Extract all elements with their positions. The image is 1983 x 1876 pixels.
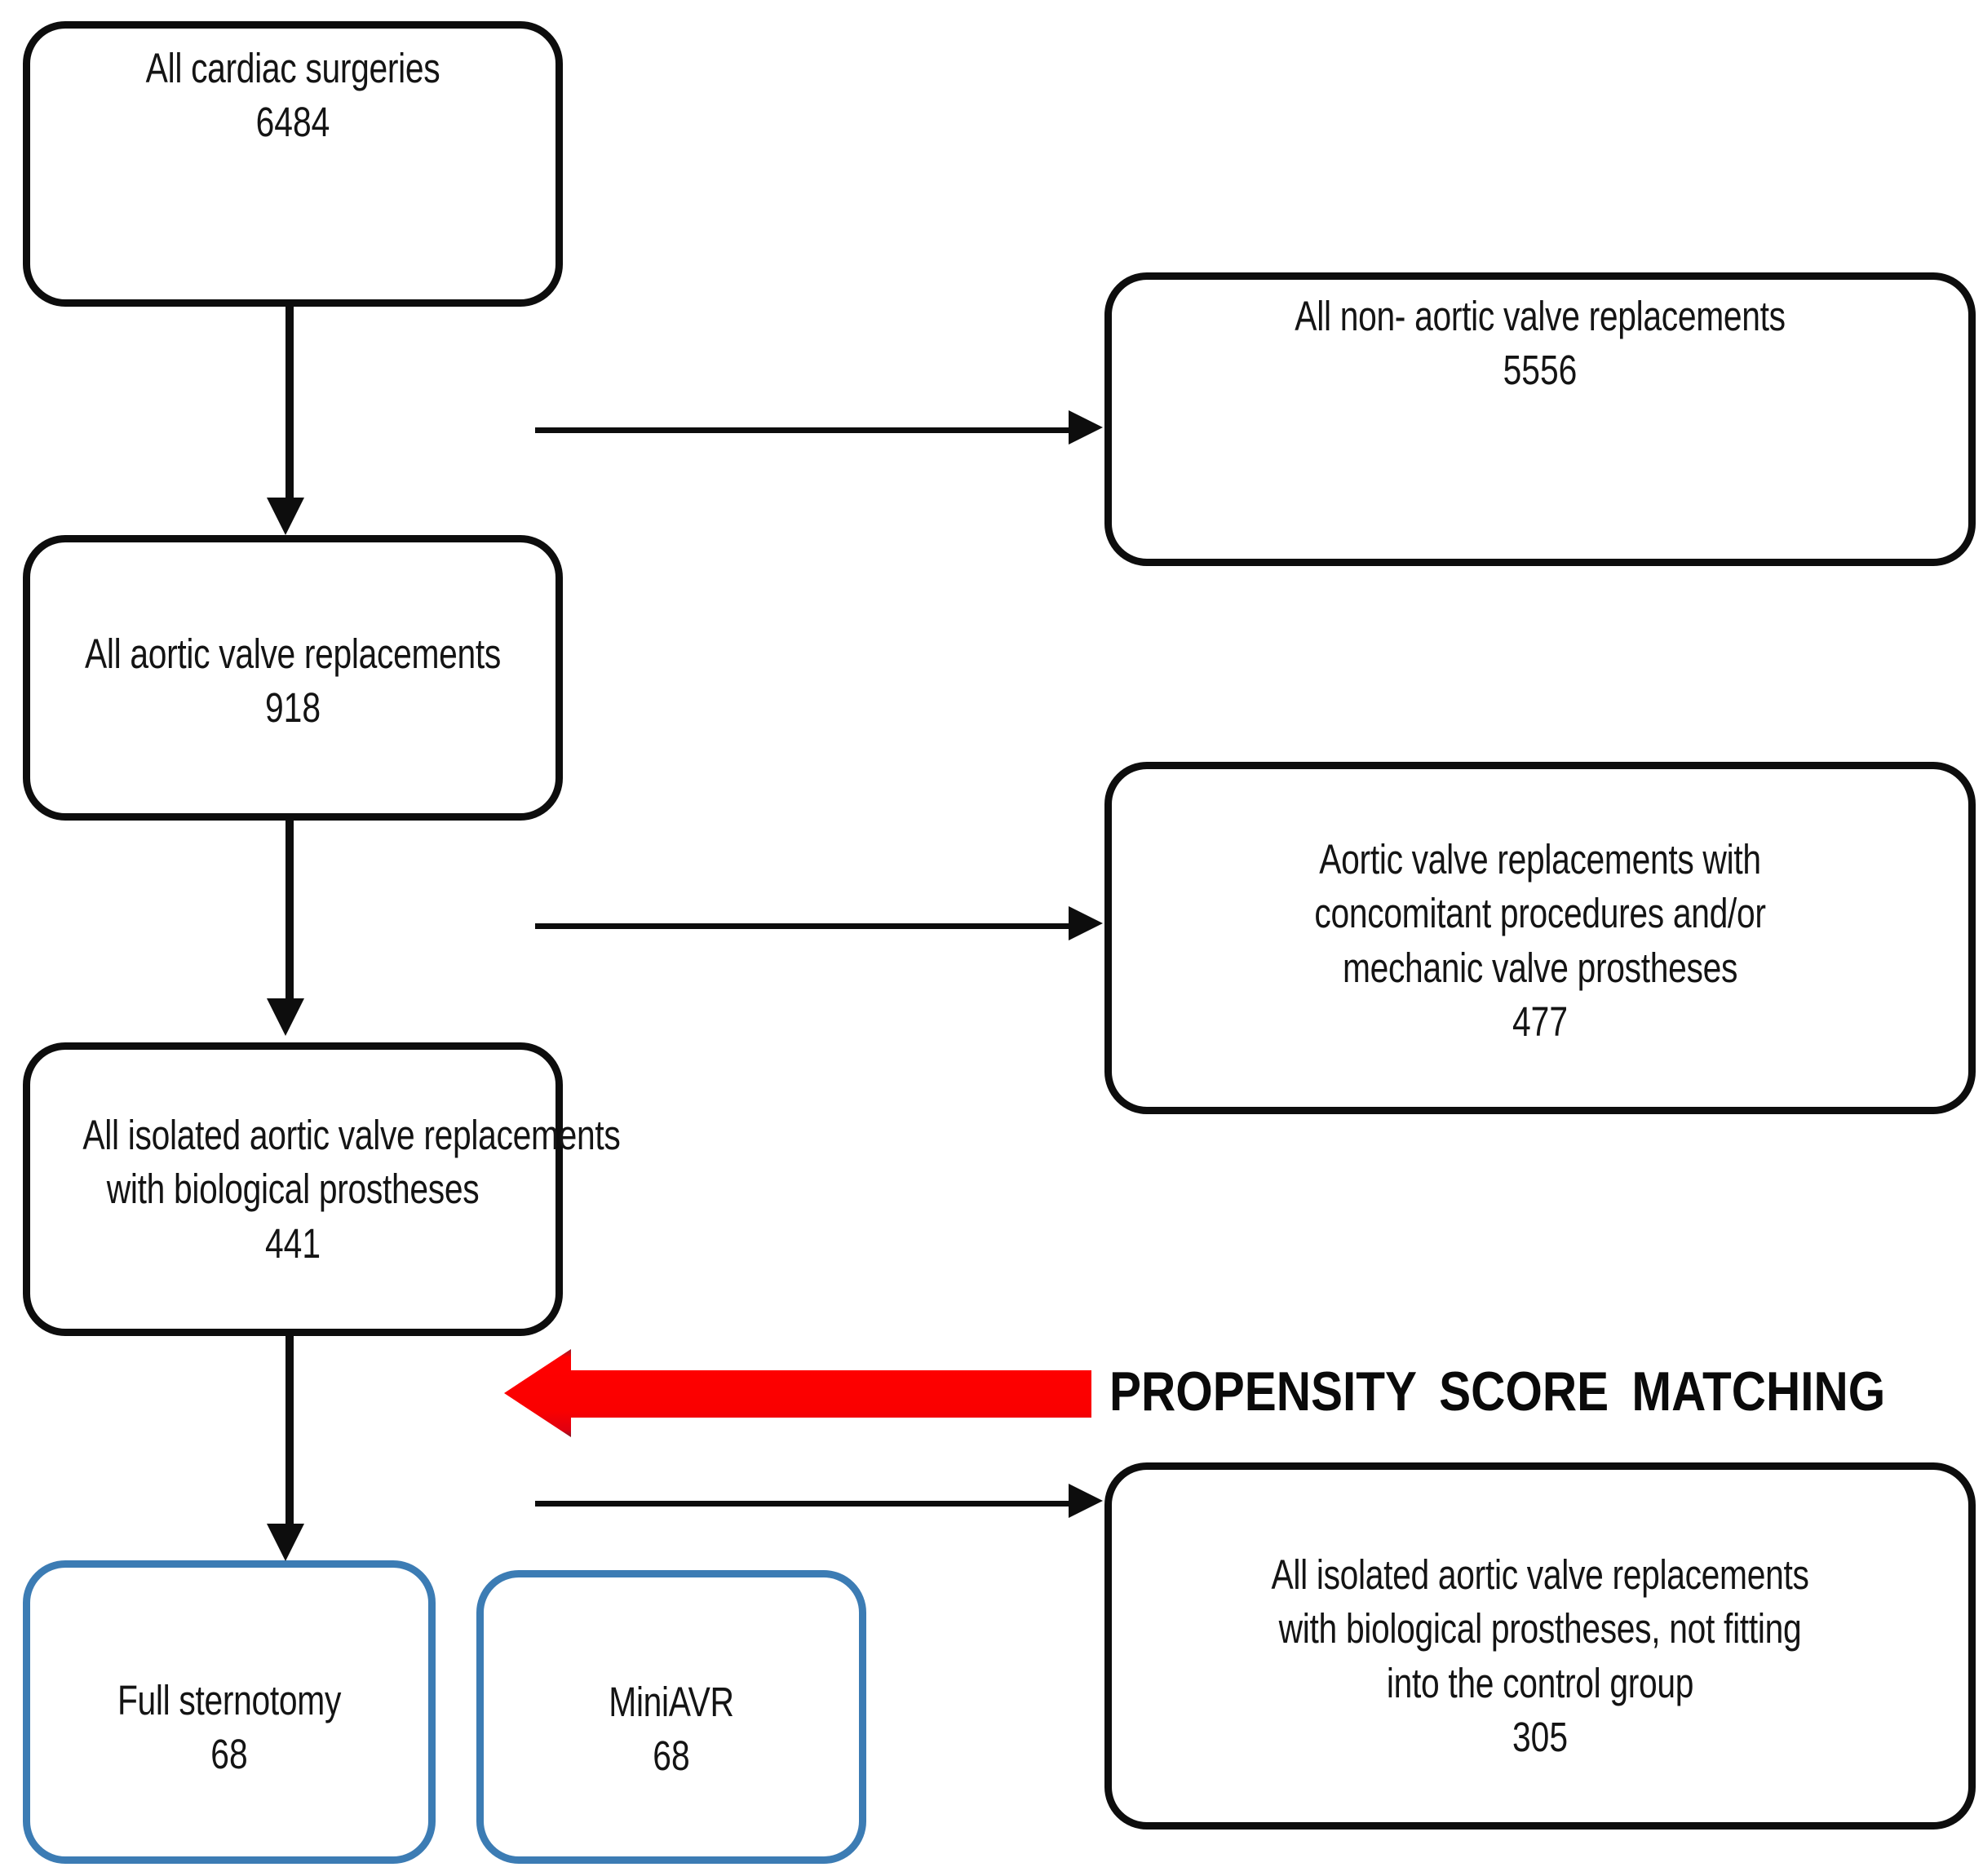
- arrowhead-down-3: [267, 1524, 304, 1561]
- arrowhead-down-2: [267, 998, 304, 1036]
- node-text-all-non-aortic-valve-replacements: All non- aortic valve replacements 5556: [1112, 290, 1968, 398]
- node-not-fitting-control-group: All isolated aortic valve replacements w…: [1104, 1462, 1976, 1830]
- node-count: 5556: [1503, 347, 1578, 394]
- node-all-non-aortic-valve-replacements: All non- aortic valve replacements 5556: [1104, 272, 1976, 566]
- node-line: MiniAVR: [609, 1679, 734, 1725]
- arrowhead-right-1: [1069, 410, 1103, 445]
- node-text-avr-with-concomitant-procedures: Aortic valve replacements with concomita…: [1112, 833, 1968, 1049]
- node-text-full-sternotomy: Full sternotomy 68: [30, 1674, 428, 1782]
- node-all-isolated-avr-biological: All isolated aortic valve replacements w…: [23, 1042, 621, 1336]
- node-count: 441: [264, 1219, 321, 1267]
- node-text-not-fitting-control-group: All isolated aortic valve replacements w…: [1112, 1548, 1968, 1764]
- node-line: concomitant procedures and/or: [1314, 890, 1766, 937]
- propensity-score-matching-label: PROPENSITY SCORE MATCHING: [1109, 1361, 1886, 1422]
- node-count: 918: [264, 684, 321, 732]
- node-full-sternotomy: Full sternotomy 68: [23, 1560, 436, 1864]
- node-avr-with-concomitant-procedures: Aortic valve replacements with concomita…: [1104, 762, 1976, 1114]
- node-line: All isolated aortic valve replacements: [82, 1112, 621, 1158]
- propensity-score-matching-arrow: [504, 1349, 1091, 1437]
- node-count: 68: [653, 1732, 690, 1780]
- connector-vertical-1: [285, 307, 294, 502]
- node-line: All isolated aortic valve replacements: [1271, 1551, 1809, 1598]
- node-line: All non- aortic valve replacements: [1295, 293, 1786, 339]
- node-line: Full sternotomy: [117, 1677, 342, 1723]
- node-all-cardiac-surgeries: All cardiac surgeries 6484: [23, 21, 563, 307]
- arrowhead-right-2: [1069, 906, 1103, 940]
- arrowhead-down-1: [267, 498, 304, 535]
- node-line: mechanic valve prostheses: [1342, 944, 1738, 991]
- node-line: into the control group: [1386, 1659, 1694, 1706]
- connector-horizontal-3: [535, 1501, 1070, 1507]
- connector-vertical-3: [285, 1336, 294, 1528]
- node-count: 68: [210, 1731, 248, 1778]
- node-mini-avr: MiniAVR 68: [476, 1570, 866, 1864]
- node-line: Aortic valve replacements with: [1319, 836, 1761, 883]
- node-text-all-aortic-valve-replacements: All aortic valve replacements 918: [30, 627, 556, 736]
- node-text-all-cardiac-surgeries: All cardiac surgeries 6484: [30, 42, 556, 150]
- node-line: with biological prostheses, not fitting: [1278, 1605, 1802, 1653]
- node-count: 305: [1512, 1713, 1569, 1760]
- connector-vertical-2: [285, 821, 294, 1003]
- node-count: 6484: [255, 99, 330, 146]
- node-line: All aortic valve replacements: [84, 630, 502, 677]
- node-all-aortic-valve-replacements: All aortic valve replacements 918: [23, 535, 563, 821]
- node-line: All cardiac surgeries: [145, 45, 440, 91]
- connector-horizontal-2: [535, 923, 1070, 929]
- node-text-mini-avr: MiniAVR 68: [484, 1675, 859, 1784]
- node-line: with biological prostheses: [106, 1166, 480, 1213]
- connector-horizontal-1: [535, 427, 1070, 433]
- node-count: 477: [1512, 998, 1569, 1045]
- node-text-all-isolated-avr-biological: All isolated aortic valve replacements w…: [30, 1108, 621, 1271]
- arrowhead-right-3: [1069, 1484, 1103, 1518]
